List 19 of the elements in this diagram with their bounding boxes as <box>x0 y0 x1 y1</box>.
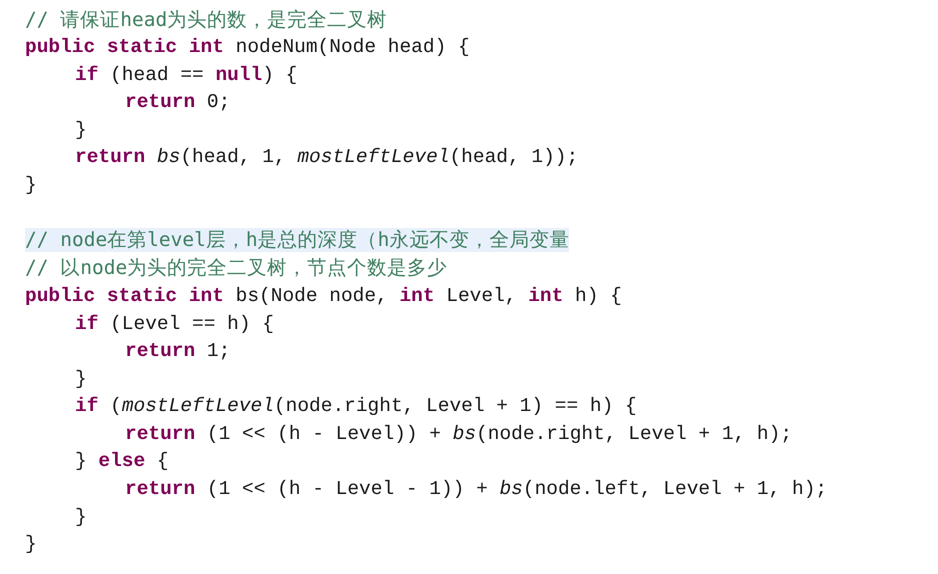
code-line: } <box>75 505 87 529</box>
code-line: return (1 << (h - Level)) + bs(node.right, Level + 1, h); <box>125 422 792 446</box>
code-line: if (mostLeftLevel(node.right, Level + 1) == h) { <box>75 394 637 418</box>
code-line: return 1; <box>125 339 230 363</box>
code-line: return 0; <box>125 90 230 114</box>
code-comment: // node在第level层，h是总的深度（h永远不变，全局变量 <box>25 228 570 252</box>
code-line: } <box>75 367 87 391</box>
code-comment: // 请保证head为头的数，是完全二叉树 <box>25 8 388 32</box>
code-line: return (1 << (h - Level - 1)) + bs(node.left, Level + 1, h); <box>125 477 828 501</box>
code-line: } <box>25 173 37 197</box>
code-line: if (head == null) { <box>75 63 298 87</box>
code-line: return bs(head, 1, mostLeftLevel(head, 1)); <box>75 145 578 169</box>
code-comment: // 以node为头的完全二叉树，节点个数是多少 <box>25 256 448 280</box>
code-line: } else { <box>75 449 169 473</box>
code-line: public static int nodeNum(Node head) { <box>25 35 470 59</box>
code-line: } <box>75 118 87 142</box>
code-line: if (Level == h) { <box>75 312 274 336</box>
code-line: } <box>25 532 37 556</box>
code-line: public static int bs(Node node, int Level, int h) { <box>25 284 622 308</box>
